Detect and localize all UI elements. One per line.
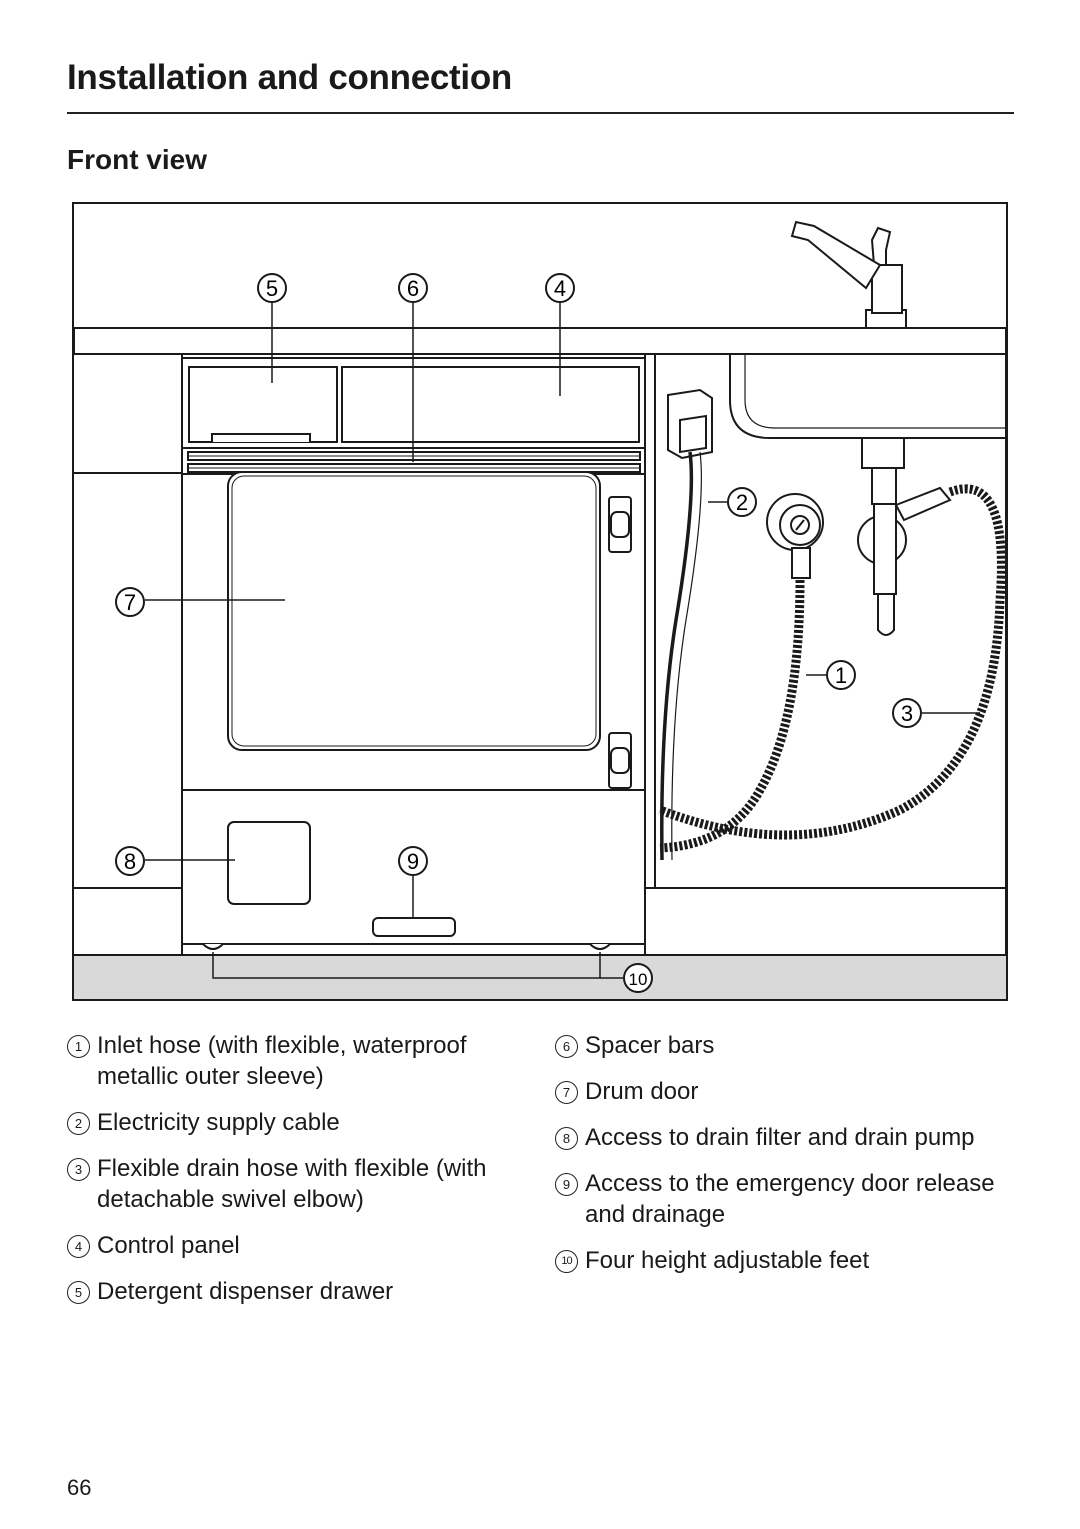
legend-number-6: 6	[555, 1035, 578, 1058]
legend-item: 10 Four height adjustable feet	[555, 1245, 1025, 1276]
emergency-release-grip	[372, 917, 456, 937]
svg-text:2: 2	[736, 490, 748, 515]
legend-text-5: Detergent dispenser drawer	[97, 1278, 394, 1305]
leader-lines	[145, 302, 980, 979]
legend-right-column: 6 Spacer bars 7 Drum door 8 Access to dr…	[555, 1030, 1025, 1291]
svg-text:9: 9	[407, 849, 419, 874]
legend-number-7: 7	[555, 1081, 578, 1104]
legend-left-column: 1 Inlet hose (with flexible, waterproof …	[67, 1030, 537, 1322]
section-title: Front view	[67, 144, 208, 175]
callout-7: 7	[115, 587, 145, 617]
legend-number-3: 3	[67, 1158, 90, 1181]
legend-number-4: 4	[67, 1235, 90, 1258]
svg-text:6: 6	[407, 276, 419, 301]
page-title: Installation and connection	[67, 58, 512, 97]
legend-number-5: 5	[67, 1281, 90, 1304]
svg-text:8: 8	[124, 849, 136, 874]
legend-item: 5 Detergent dispenser drawer	[67, 1276, 537, 1307]
power-socket	[660, 388, 713, 861]
legend-item: 2 Electricity supply cable	[67, 1107, 537, 1138]
legend-item: 7 Drum door	[555, 1076, 1025, 1107]
svg-text:1: 1	[835, 663, 847, 688]
legend-text-3: Flexible drain hose with flexible (with …	[97, 1155, 487, 1213]
svg-text:3: 3	[901, 701, 913, 726]
legend-item: 4 Control panel	[67, 1230, 537, 1261]
legend-text-7: Drum door	[585, 1078, 699, 1105]
legend-number-2: 2	[67, 1112, 90, 1135]
legend-text-2: Electricity supply cable	[97, 1109, 340, 1136]
callout-3: 3	[892, 698, 922, 728]
legend-number-8: 8	[555, 1127, 578, 1150]
callout-9: 9	[398, 846, 428, 876]
inlet-hose	[659, 579, 805, 853]
callout-4: 4	[545, 273, 575, 303]
svg-text:5: 5	[266, 276, 278, 301]
svg-text:4: 4	[554, 276, 566, 301]
water-tap	[766, 493, 824, 579]
svg-text:7: 7	[124, 590, 136, 615]
control-panel	[341, 366, 640, 443]
legend-text-6: Spacer bars	[585, 1032, 715, 1059]
legend-text-1: Inlet hose (with flexible, waterproof me…	[97, 1032, 467, 1090]
callout-6: 6	[398, 273, 428, 303]
callout-10: 10	[623, 963, 653, 993]
legend-item: 9 Access to the emergency door release a…	[555, 1168, 1025, 1230]
legend-text-8: Access to drain filter and drain pump	[585, 1124, 975, 1151]
legend-text-10: Four height adjustable feet	[585, 1247, 870, 1274]
detergent-drawer	[188, 366, 338, 443]
svg-text:10: 10	[629, 970, 648, 989]
page-number: 66	[67, 1475, 92, 1500]
callout-2: 2	[727, 487, 757, 517]
legend-number-9: 9	[555, 1173, 578, 1196]
callout-1: 1	[826, 660, 856, 690]
worktop	[73, 327, 1007, 355]
callout-8: 8	[115, 846, 145, 876]
sink-basin	[729, 354, 1006, 439]
drain-hose	[658, 484, 1006, 840]
legend-number-1: 1	[67, 1035, 90, 1058]
legend-item: 8 Access to drain filter and drain pump	[555, 1122, 1025, 1153]
legend-text-9: Access to the emergency door release and…	[585, 1170, 995, 1228]
legend-item: 1 Inlet hose (with flexible, waterproof …	[67, 1030, 537, 1092]
drain-trap	[857, 437, 952, 636]
callouts: 5 6 4 7 8 9 2 1 3 10	[115, 273, 922, 993]
legend-item: 3 Flexible drain hose with flexible (wit…	[67, 1153, 537, 1215]
legend-number-10: 10	[555, 1250, 578, 1273]
legend-text-4: Control panel	[97, 1232, 240, 1259]
legend-item: 6 Spacer bars	[555, 1030, 1025, 1061]
callout-5: 5	[257, 273, 287, 303]
drain-filter-flap	[227, 821, 311, 905]
front-view-diagram: 5 6 4 7 8 9 2 1 3 10	[72, 202, 1008, 1001]
floor	[74, 955, 1006, 999]
faucet	[790, 220, 907, 329]
title-divider	[67, 112, 1014, 114]
